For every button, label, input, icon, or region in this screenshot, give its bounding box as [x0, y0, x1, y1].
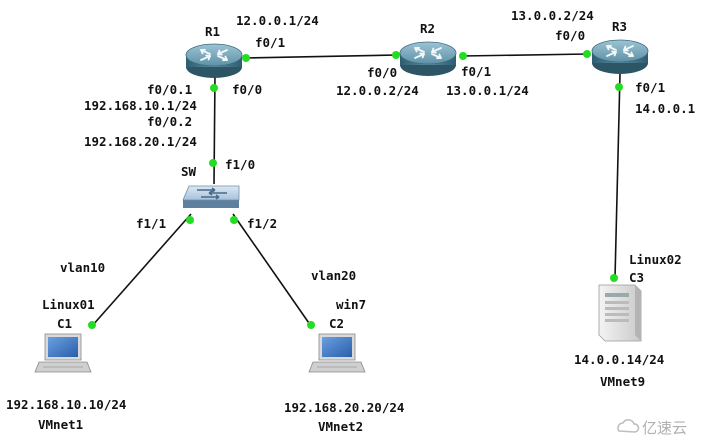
- port-indicator-r1-f0-1: [242, 54, 250, 62]
- port-indicator-r3-f0-1: [615, 83, 623, 91]
- label-r1-subif2-ip: 192.168.20.1/24: [84, 134, 197, 149]
- label-r1-subif1: f0/0.1: [147, 82, 192, 97]
- label-r1-f0-1: f0/1: [255, 35, 285, 50]
- port-indicator-c2: [307, 321, 315, 329]
- label-r2-r3-ip1: 13.0.0.1/24: [446, 83, 529, 98]
- label-r1-r2-ip2: 12.0.0.2/24: [336, 83, 419, 98]
- label-r1-name: R1: [205, 24, 220, 39]
- link-r3-c3[interactable]: [614, 73, 621, 279]
- label-r1-subif1-ip: 192.168.10.1/24: [84, 98, 197, 113]
- switch-sw[interactable]: [182, 185, 240, 208]
- label-r1-f0-0: f0/0: [232, 82, 262, 97]
- label-r1-subif2: f0/0.2: [147, 114, 192, 129]
- router-icon: [185, 43, 243, 79]
- label-sw-f1-0: f1/0: [225, 157, 255, 172]
- port-indicator-r1-f0-0: [210, 84, 218, 92]
- label-c3-host: Linux02: [629, 252, 682, 267]
- port-indicator-c1: [88, 321, 96, 329]
- pc-c2[interactable]: [308, 333, 366, 373]
- server-icon: [598, 284, 642, 342]
- label-r3-f0-1-ip: 14.0.0.1: [635, 101, 695, 116]
- label-c1-net: VMnet1: [38, 417, 83, 432]
- pc-icon: [34, 333, 92, 373]
- label-sw-f1-1: f1/1: [136, 216, 166, 231]
- label-r3-f0-1: f0/1: [635, 80, 665, 95]
- pc-icon: [308, 333, 366, 373]
- watermark-logo: [617, 419, 640, 433]
- port-indicator-sw-f1-0: [209, 159, 217, 167]
- label-c2-name: C2: [329, 316, 344, 331]
- label-c3-ip: 14.0.0.14/24: [574, 352, 664, 367]
- label-c1-ip: 192.168.10.10/24: [6, 397, 126, 412]
- router-icon: [399, 41, 457, 77]
- server-c3[interactable]: [598, 284, 642, 342]
- label-c2-ip: 192.168.20.20/24: [284, 400, 404, 415]
- link-sw-c1[interactable]: [91, 213, 192, 327]
- port-indicator-r3-f0-0: [583, 50, 591, 58]
- label-c2-net: VMnet2: [318, 419, 363, 434]
- switch-icon: [182, 185, 240, 208]
- label-r2-name: R2: [420, 21, 435, 36]
- label-r3-f0-0: f0/0: [555, 28, 585, 43]
- label-sw-f1-2: f1/2: [247, 216, 277, 231]
- port-indicator-sw-f1-1: [186, 216, 194, 224]
- label-r1-r2-ip1: 12.0.0.1/24: [236, 13, 319, 28]
- label-vlan10: vlan10: [60, 260, 105, 275]
- link-sw-c2[interactable]: [232, 213, 312, 327]
- label-c2-host: win7: [336, 297, 366, 312]
- router-r1[interactable]: [185, 43, 243, 79]
- cloud-icon: [617, 419, 640, 433]
- label-r3-name: R3: [612, 19, 627, 34]
- label-c1-name: C1: [57, 316, 72, 331]
- label-r2-r3-ip2: 13.0.0.2/24: [511, 8, 594, 23]
- router-r3[interactable]: [591, 39, 649, 75]
- label-r2-f0-0: f0/0: [367, 65, 397, 80]
- label-c3-name: C3: [629, 270, 644, 285]
- port-indicator-r2-f0-0: [392, 51, 400, 59]
- router-icon: [591, 39, 649, 75]
- router-r2[interactable]: [399, 41, 457, 77]
- port-indicator-r2-f0-1: [459, 52, 467, 60]
- port-indicator-sw-f1-2: [230, 216, 238, 224]
- watermark-text: 亿速云: [642, 419, 687, 437]
- label-sw-name: SW: [181, 164, 197, 179]
- label-vlan20: vlan20: [311, 268, 356, 283]
- port-indicator-c3: [610, 274, 618, 282]
- link-r1-r2[interactable]: [243, 54, 398, 59]
- link-r2-r3[interactable]: [461, 53, 589, 57]
- label-r2-f0-1: f0/1: [461, 64, 491, 79]
- label-c3-net: VMnet9: [600, 374, 645, 389]
- pc-c1[interactable]: [34, 333, 92, 373]
- label-c1-host: Linux01: [42, 297, 95, 312]
